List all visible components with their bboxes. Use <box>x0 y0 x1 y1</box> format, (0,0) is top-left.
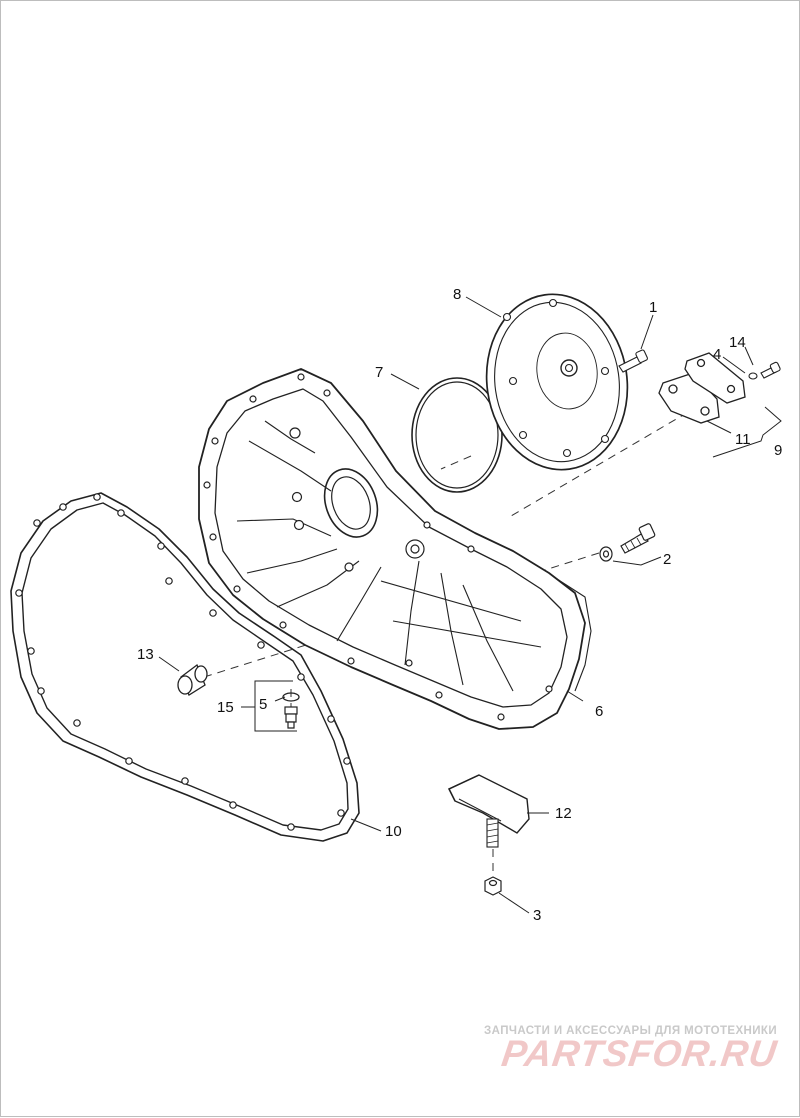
callout-15: 15 <box>217 699 234 716</box>
callout-13: 13 <box>137 646 154 663</box>
callout-1: 1 <box>649 299 657 316</box>
plug-13 <box>177 663 208 696</box>
callout-11: 11 <box>735 431 751 448</box>
leader-lines <box>158 296 782 914</box>
callout-14: 14 <box>729 334 746 351</box>
callout-5: 5 <box>259 696 267 713</box>
primary-cover <box>198 368 592 730</box>
drain-plug-15 <box>284 706 298 729</box>
derby-cover <box>485 293 629 471</box>
callout-9: 9 <box>774 442 782 459</box>
callout-7: 7 <box>375 364 383 381</box>
callout-12: 12 <box>555 805 572 822</box>
callout-8: 8 <box>453 286 461 303</box>
o-ring <box>411 377 503 493</box>
screw-1 <box>618 349 648 373</box>
callout-3: 3 <box>533 907 541 924</box>
clamp-12 <box>448 774 530 834</box>
bolt-12 <box>486 818 499 848</box>
nut-3 <box>484 876 502 896</box>
callout-2: 2 <box>663 551 671 568</box>
watermark-tagline: ЗАПЧАСТИ И АКСЕССУАРЫ ДЛЯ МОТОТЕХНИКИ <box>484 1025 777 1037</box>
plate-4 <box>684 352 746 404</box>
bolt-2 <box>620 523 656 554</box>
screw-14 <box>760 361 781 379</box>
o-ring-5 <box>282 692 300 702</box>
washer-2 <box>599 546 613 562</box>
callout-6: 6 <box>595 703 603 720</box>
callout-4: 4 <box>713 346 721 363</box>
watermark-logo: PARTSFOR.RU <box>499 1033 780 1074</box>
washer-14 <box>748 372 758 380</box>
callout-10: 10 <box>385 823 402 840</box>
gasket <box>10 492 360 842</box>
